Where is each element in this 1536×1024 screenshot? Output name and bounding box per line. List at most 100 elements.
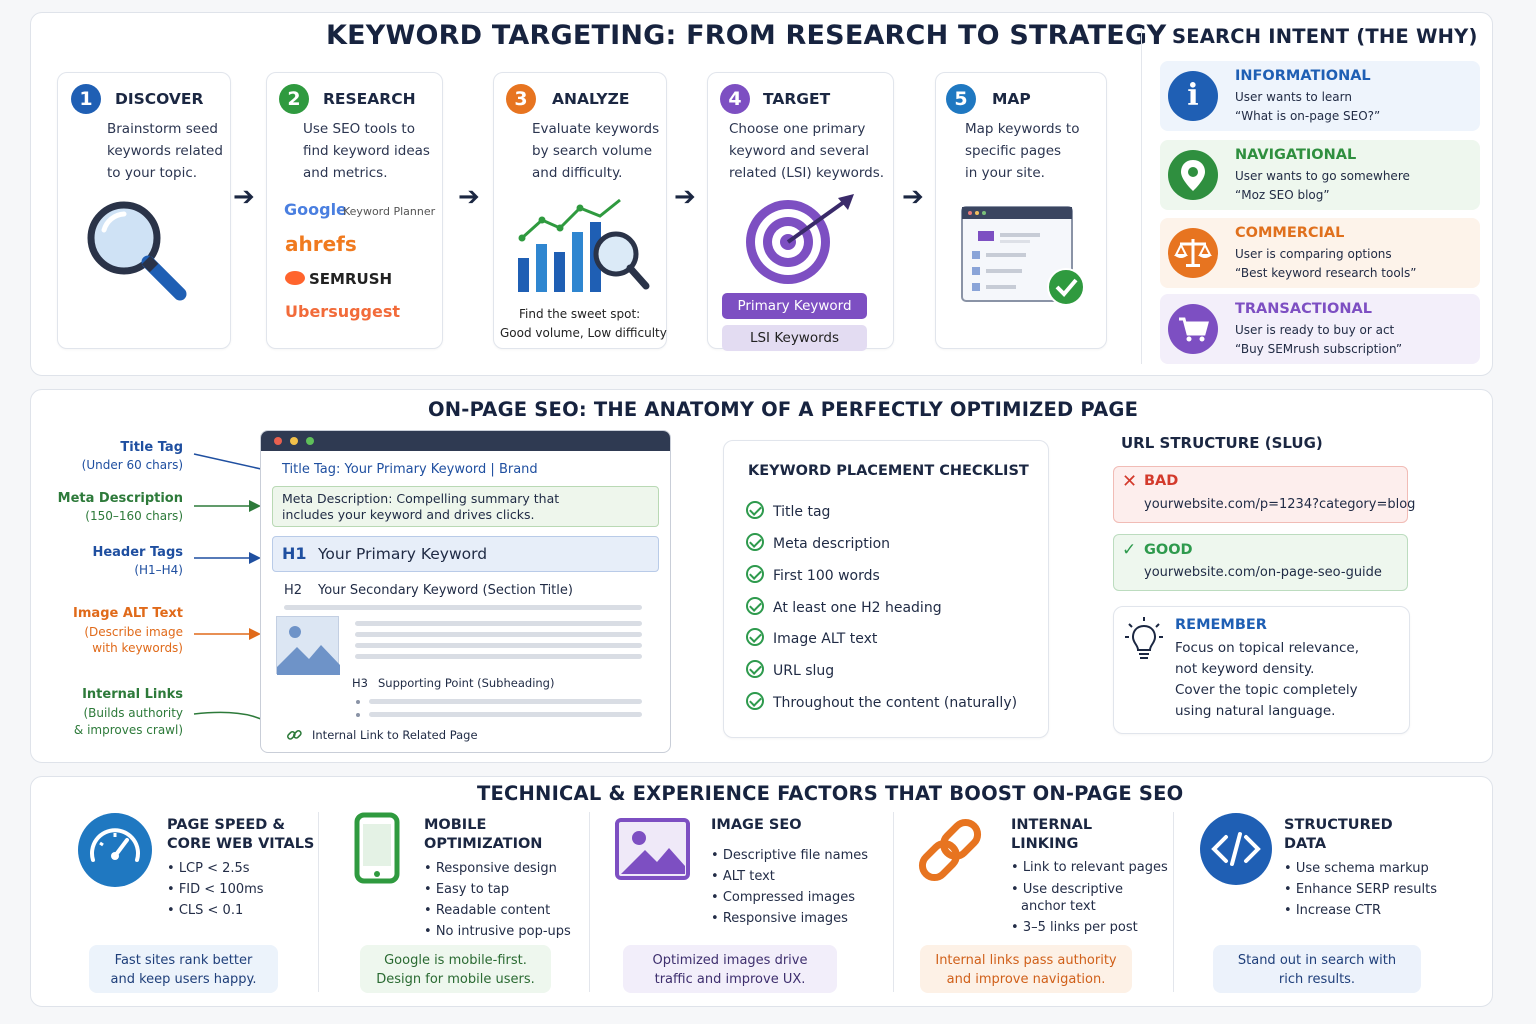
intent-transactional: TRANSACTIONAL User is ready to buy or ac… — [1160, 294, 1480, 364]
ahrefs-logo: ahrefs — [285, 232, 357, 256]
checklist-item: First 100 words — [746, 565, 880, 584]
x-icon: ✕ — [1122, 471, 1138, 492]
step-desc-map-1: Map keywords to — [965, 121, 1080, 137]
scale-icon — [1168, 228, 1218, 278]
text-line — [355, 643, 642, 648]
step-title-target: TARGET — [763, 90, 831, 108]
window-dot-yellow — [290, 437, 298, 445]
good-url-label: GOOD — [1144, 542, 1193, 558]
column-divider — [1173, 812, 1174, 992]
tech-title-page-speed-2: CORE WEB VITALS — [167, 836, 315, 852]
tech-title-page-speed-1: PAGE SPEED & — [167, 817, 285, 833]
bad-url-label: BAD — [1144, 473, 1179, 489]
text-line — [355, 621, 642, 626]
tech-item: • Readable content — [424, 903, 551, 918]
text-line — [284, 605, 642, 610]
remember-line: not keyword density. — [1175, 661, 1315, 677]
on-page-seo-title: ON-PAGE SEO: THE ANATOMY OF A PERFECTLY … — [428, 398, 1139, 421]
check-circle-icon — [746, 597, 764, 615]
arrow-right-icon: ➔ — [458, 182, 480, 212]
tech-item: • 3–5 links per post — [1011, 920, 1138, 935]
browser-bar — [261, 431, 670, 451]
label-internal-links: Internal Links — [82, 687, 183, 702]
mock-meta-description-box — [272, 486, 659, 527]
step-desc-analyze-3: and difficulty. — [532, 165, 623, 181]
tech-item: • Compressed images — [711, 890, 856, 905]
lsi-keywords-badge: LSI Keywords — [722, 325, 867, 351]
remember-line: Focus on topical relevance, — [1175, 640, 1360, 656]
target-icon — [746, 194, 854, 284]
step-desc-map-2: specific pages — [965, 143, 1062, 159]
step-desc-discover-2: keywords related — [107, 143, 223, 159]
mock-meta-description-line-2: includes your keyword and drives clicks. — [282, 507, 535, 522]
mock-title-value: Your Primary Keyword | Brand — [340, 462, 538, 477]
tech-item: • Increase CTR — [1284, 903, 1382, 918]
intent-example: “Best keyword research tools” — [1235, 266, 1417, 280]
tech-item: • ALT text — [711, 869, 775, 884]
step-title-discover: DISCOVER — [115, 90, 204, 108]
label-image-alt: Image ALT Text — [73, 606, 183, 621]
step-card-research — [266, 72, 443, 349]
bullet-dot — [356, 700, 360, 704]
step-desc-research-1: Use SEO tools to — [303, 121, 415, 137]
label-internal-links-note-1: (Builds authority — [83, 706, 183, 720]
text-line — [355, 632, 642, 637]
step-number-4: 4 — [720, 84, 750, 114]
code-icon — [1200, 813, 1272, 885]
label-title-tag: Title Tag — [120, 440, 183, 455]
sitemap-page-icon — [961, 206, 1085, 305]
lightbulb-icon — [1125, 617, 1163, 659]
speedometer-icon — [78, 813, 152, 887]
check-circle-icon — [746, 628, 764, 646]
sweet-spot-text-2: Good volume, Low difficulty — [500, 326, 667, 340]
step-desc-analyze-2: by search volume — [532, 143, 652, 159]
location-pin-icon — [1168, 150, 1218, 200]
technical-factors-title: TECHNICAL & EXPERIENCE FACTORS THAT BOOS… — [477, 782, 1184, 805]
label-image-alt-note-1: (Describe image — [84, 625, 183, 639]
remember-line: using natural language. — [1175, 703, 1336, 719]
mock-title-label: Title Tag: — [282, 462, 341, 477]
keyword-checklist-card — [723, 440, 1049, 738]
step-desc-target-1: Choose one primary — [729, 121, 866, 137]
google-logo: Google — [284, 200, 347, 219]
step-desc-analyze-1: Evaluate keywords — [532, 121, 660, 137]
mock-title-tag: Title Tag: Your Primary Keyword | Brand — [282, 462, 538, 477]
text-line — [369, 699, 642, 704]
internal-link-text[interactable]: Internal Link to Related Page — [312, 728, 478, 742]
window-dot-green — [306, 437, 314, 445]
keyword-planner-label: Keyword Planner — [343, 205, 436, 218]
column-divider — [589, 812, 590, 992]
text-line — [355, 654, 642, 659]
chain-link-icon — [286, 729, 302, 740]
image-placeholder-icon — [276, 616, 340, 675]
label-meta-description: Meta Description — [57, 491, 183, 506]
tech-item: • Enhance SERP results — [1284, 882, 1438, 897]
step-title-analyze: ANALYZE — [552, 90, 630, 108]
checklist-item: Image ALT text — [746, 628, 877, 647]
step-number-1: 1 — [71, 84, 101, 114]
step-desc-discover-1: Brainstorm seed — [107, 121, 218, 137]
intent-desc: User is comparing options — [1235, 247, 1392, 261]
label-meta-description-note: (150–160 chars) — [85, 509, 183, 523]
checklist-item: Title tag — [746, 501, 830, 520]
step-desc-research-3: and metrics. — [303, 165, 388, 181]
step-title-map: MAP — [992, 90, 1031, 108]
intent-desc: User is ready to buy or act — [1235, 323, 1395, 337]
mock-h1-tag: H1 — [282, 544, 307, 563]
intent-title-informational: INFORMATIONAL — [1235, 68, 1371, 84]
check-circle-icon — [746, 565, 764, 583]
bad-url-box — [1113, 466, 1408, 523]
semrush-logo: SEMRUSH — [309, 270, 393, 288]
mobile-phone-icon — [354, 812, 400, 884]
tech-item: • FID < 100ms — [167, 882, 264, 897]
info-icon: i — [1168, 71, 1218, 121]
mock-h2-text: Your Secondary Keyword (Section Title) — [318, 583, 573, 598]
search-intent-title: SEARCH INTENT (THE WHY) — [1172, 25, 1478, 48]
bar-chart-magnifier-icon — [518, 198, 650, 292]
step-desc-map-3: in your site. — [965, 165, 1045, 181]
arrow-right-icon: ➔ — [674, 182, 696, 212]
step-desc-discover-3: to your topic. — [107, 165, 198, 181]
